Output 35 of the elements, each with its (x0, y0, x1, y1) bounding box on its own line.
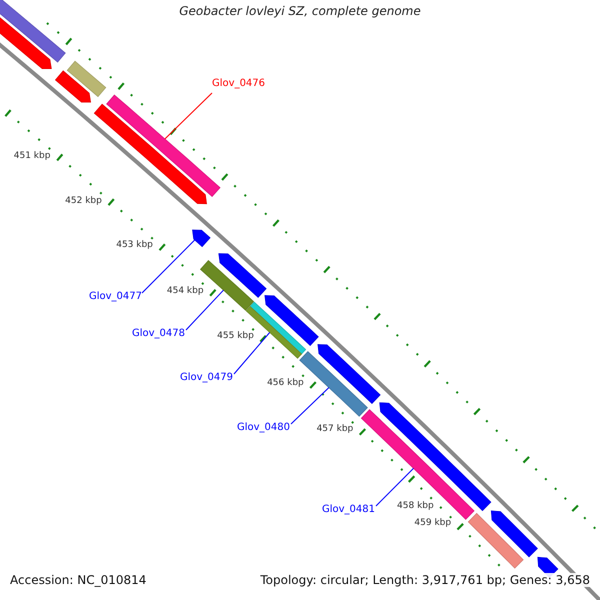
leader-line (376, 468, 414, 506)
scale-label: 455 kbp (217, 331, 254, 342)
scale-label: 458 kbp (397, 501, 434, 512)
gene-label: Glov_0478 (132, 328, 185, 339)
gene-feature (192, 230, 211, 248)
genome-info: Accession: NC_010814 (10, 573, 146, 587)
gene-label: Glov_0480 (236, 422, 290, 433)
leader-line (290, 387, 330, 424)
gene-feature (318, 344, 381, 404)
gene-feature (218, 253, 267, 298)
leader-line (164, 92, 212, 140)
leader-line (142, 240, 196, 294)
gene-feature (0, 0, 66, 63)
scale-label: 457 kbp (316, 424, 354, 434)
gene-feature (379, 402, 492, 512)
gene-feature (264, 295, 319, 346)
scale-label: 453 kbp (116, 240, 153, 250)
gene-label: Glov_0481 (322, 504, 375, 515)
leader-line (186, 290, 224, 330)
scale-label: 454 kbp (166, 286, 204, 296)
gene-label: Glov_0476 (212, 78, 266, 89)
gene-feature (490, 510, 538, 558)
title: Geobacter lovleyi SZ, complete genome (178, 4, 422, 18)
gene-feature (54, 70, 92, 103)
genome-info: Topology: circular; Length: 3,917,761 bp; Genes: 3,658 (260, 573, 590, 587)
scale-label: 459 kbp (414, 518, 452, 528)
gene-label: Glov_0477 (88, 291, 142, 302)
leader-line (234, 332, 270, 374)
scale-label: 451 kbp (14, 151, 50, 162)
gene-label: Glov_0479 (180, 372, 233, 383)
scale-label: 456 kbp (267, 378, 304, 388)
scale-label: 452 kbp (65, 196, 102, 206)
gene-feature (66, 60, 106, 98)
gene-feature (106, 94, 221, 198)
gene-feature (468, 512, 524, 569)
